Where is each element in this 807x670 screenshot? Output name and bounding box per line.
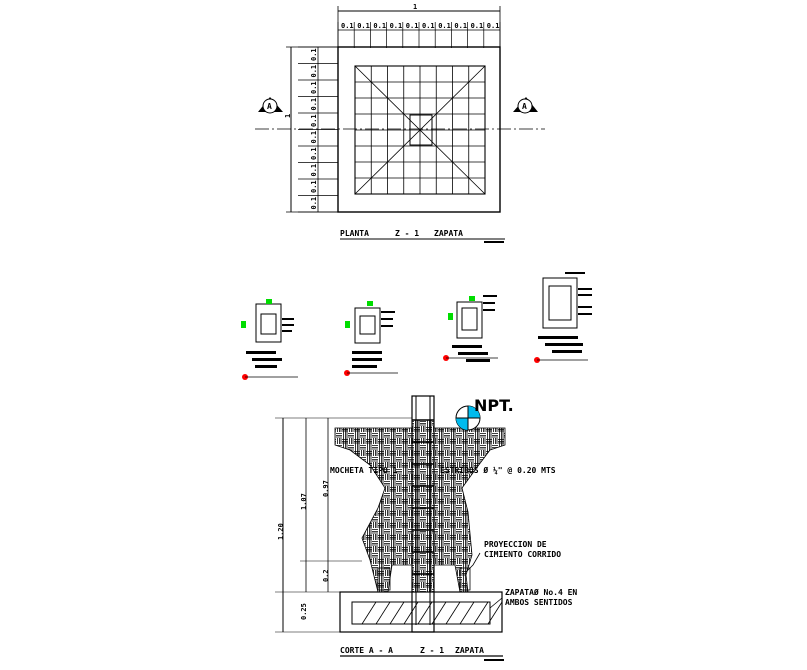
column-details-row	[241, 272, 592, 380]
footing-outline	[337, 46, 501, 213]
label-zapata-1: ZAPATAØ No.4 EN	[505, 587, 577, 597]
soil-hatch	[334, 419, 506, 593]
label-proyeccion-1: PROYECCION DE	[484, 540, 547, 549]
svg-text:CORTE A - A: CORTE A - A	[340, 646, 393, 655]
label-mocheta: MOCHETA TIPO 1	[330, 466, 398, 475]
label-proyeccion-2: CIMIENTO CORRIDO	[484, 550, 561, 559]
detail-3	[443, 295, 498, 362]
left-module-label: 0.1	[310, 197, 318, 210]
svg-text:A: A	[267, 102, 272, 111]
dim-upper-label: 1.07	[300, 493, 308, 510]
left-module-label: 0.1	[310, 180, 318, 193]
dim-base-label: 0.25	[300, 603, 308, 620]
npt-level-marker: NPT.	[455, 396, 514, 431]
section-dimensions: 1.20 1.07 0.97 0.2 0.25	[275, 417, 412, 633]
top-total-label: 1	[413, 3, 417, 11]
npt-label: NPT.	[474, 396, 514, 415]
left-module-ticks	[298, 46, 338, 213]
section-marker-right: A	[513, 97, 538, 114]
top-module-label: 0.1	[357, 22, 370, 30]
top-module-label: 0.1	[373, 22, 386, 30]
top-module-label: 0.1	[341, 22, 354, 30]
svg-text:ZAPATA: ZAPATA	[434, 229, 463, 238]
top-module-label: 0.1	[422, 22, 435, 30]
top-module-label: 0.1	[438, 22, 451, 30]
footing-base	[339, 591, 503, 633]
rebar-mesh	[355, 66, 485, 194]
dim-small-label: 0.2	[322, 569, 330, 582]
top-module-label: 0.1	[406, 22, 419, 30]
left-module-label: 0.1	[310, 81, 318, 94]
top-module-label: 0.1	[454, 22, 467, 30]
footing-rebar-hatch	[361, 601, 503, 625]
svg-text:Z - 1: Z - 1	[420, 646, 444, 655]
svg-text:PLANTA: PLANTA	[340, 229, 369, 238]
svg-text:ZAPATA: ZAPATA	[455, 646, 484, 655]
dim-total-label: 1.20	[277, 523, 285, 540]
footing-section-view: NPT. 1.20 1.07 0.97 0.2 0.25 MOCHETA TIP…	[275, 395, 577, 661]
svg-text:Z - 1: Z - 1	[395, 229, 419, 238]
left-total-label: 1	[284, 114, 292, 118]
column-outline	[409, 114, 433, 146]
footing-rebar	[351, 601, 491, 625]
left-module-label: 0.1	[310, 65, 318, 78]
top-module-label: 0.1	[471, 22, 484, 30]
detail-1	[241, 299, 298, 380]
column-stirrups	[412, 419, 434, 575]
dim-mid-label: 0.97	[322, 480, 330, 497]
section-title: CORTE A - A Z - 1 ZAPATA	[340, 646, 504, 661]
left-module-label: 0.1	[310, 131, 318, 144]
detail-4	[534, 272, 592, 363]
svg-text:A: A	[522, 102, 527, 111]
detail-2	[344, 301, 398, 376]
plan-title: PLANTA Z - 1 ZAPATA	[340, 229, 505, 243]
left-module-label: 0.1	[310, 164, 318, 177]
section-marker-left: A	[258, 97, 283, 114]
label-zapata-2: AMBOS SENTIDOS	[505, 598, 573, 607]
left-module-label: 0.1	[310, 114, 318, 127]
top-module-ticks	[337, 22, 501, 48]
left-module-label: 0.1	[310, 147, 318, 160]
label-estribos: ESTRIBOS Ø ¼" @ 0.20 MTS	[440, 465, 556, 475]
left-module-label: 0.1	[310, 48, 318, 61]
left-module-labels: 0.1 0.1 0.1 0.1 0.1 0.1 0.1 0.1 0.1 0.1	[310, 48, 318, 209]
top-module-label: 0.1	[487, 22, 500, 30]
left-module-label: 0.1	[310, 98, 318, 111]
top-module-label: 0.1	[390, 22, 403, 30]
